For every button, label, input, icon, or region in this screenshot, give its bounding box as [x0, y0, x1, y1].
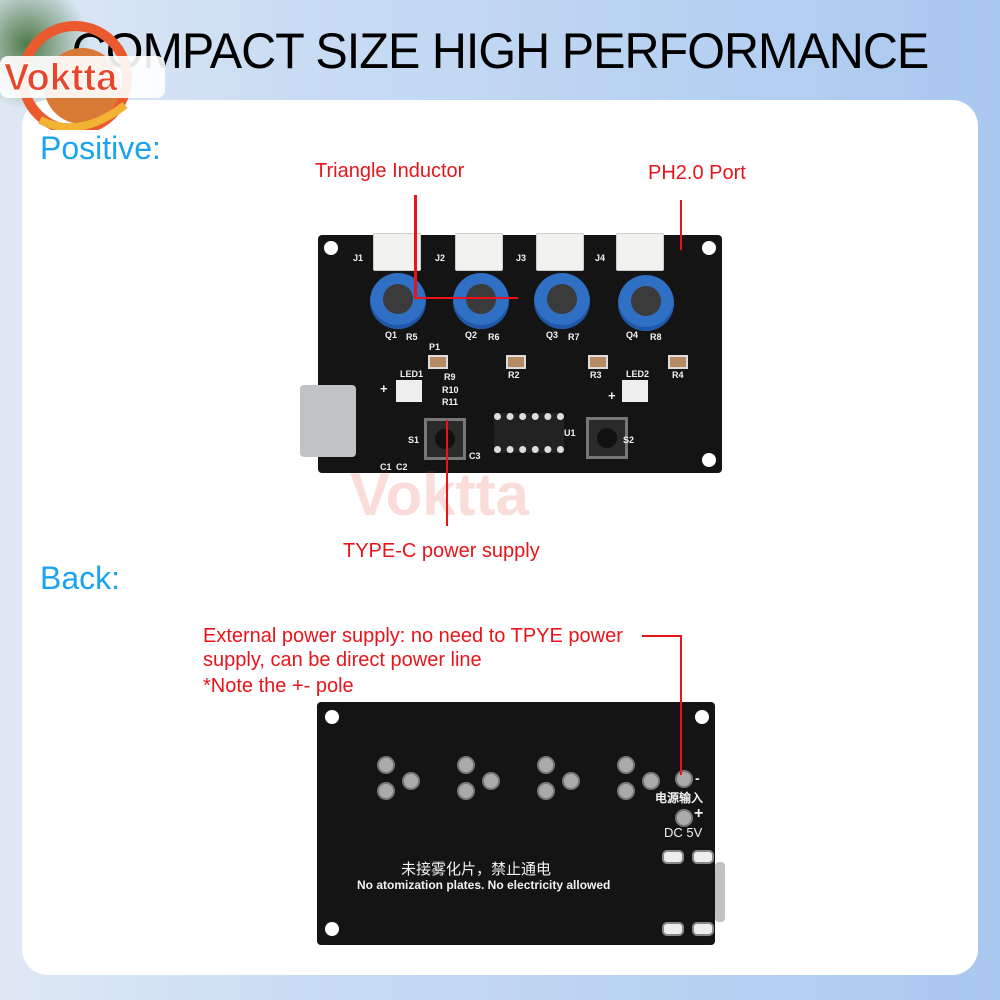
- external-power-pointer-v: [680, 635, 682, 775]
- front-section-label: Positive:: [40, 130, 161, 166]
- back-section-label: Back:: [40, 560, 121, 596]
- callout-external-power-1: External power supply: no need to TPYE p…: [203, 625, 623, 647]
- silk-q1: Q1: [385, 330, 398, 340]
- silk-plus-led2: +: [608, 388, 616, 403]
- silk-j2: J2: [435, 253, 446, 263]
- silk-plus: +: [694, 805, 704, 822]
- silk-r10: R10: [442, 385, 459, 395]
- silk-led1: LED1: [400, 369, 424, 379]
- silk-led2: LED2: [626, 369, 650, 379]
- callout-triangle-inductor: Triangle Inductor: [315, 160, 465, 182]
- callout-ph20-port: PH2.0 Port: [648, 162, 746, 184]
- callout-typec-power: TYPE-C power supply: [343, 540, 540, 562]
- silk-r6: R6: [488, 332, 500, 342]
- silk-r5: R5: [406, 332, 418, 342]
- usb-typec-port: [300, 385, 356, 457]
- brand-logo: Voktta: [0, 21, 165, 130]
- silk-r11: R11: [442, 397, 459, 407]
- silk-r3: R3: [590, 370, 602, 380]
- silk-s1: S1: [408, 435, 420, 445]
- silk-j4: J4: [595, 253, 606, 263]
- watermark: Voktta: [350, 461, 529, 528]
- typec-pointer-line: [446, 420, 448, 526]
- silk-plus-led1: +: [380, 381, 388, 396]
- silk-q4: Q4: [626, 330, 639, 340]
- silk-u1: U1: [564, 428, 576, 438]
- silk-q3: Q3: [546, 330, 559, 340]
- silk-dc-5v: DC 5V: [664, 825, 703, 840]
- inductor-pointer-line: [414, 195, 417, 298]
- silk-minus: -: [695, 770, 700, 786]
- silk-r9: R9: [444, 372, 456, 382]
- silk-power-input-cn: 电源输入: [655, 791, 704, 805]
- callout-pole-note: *Note the +- pole: [203, 675, 354, 697]
- back-board-image: - 电源输入 + DC 5V 未接雾化片，禁止通电 No atomization…: [317, 702, 725, 945]
- external-power-pointer-h: [642, 635, 682, 637]
- silk-s2: S2: [623, 435, 635, 445]
- front-board-image: J1 J2 J3 J4 Q1 Q2 Q3 Q4 R5 R6 R7 R8 P1 R…: [300, 233, 722, 473]
- silk-r8: R8: [650, 332, 662, 342]
- silk-q2: Q2: [465, 330, 478, 340]
- silk-r7: R7: [568, 332, 580, 342]
- callout-external-power-2: supply, can be direct power line: [203, 649, 482, 671]
- logo-text: Voktta: [4, 57, 118, 99]
- silk-warning-en: No atomization plates. No electricity al…: [357, 878, 611, 892]
- silk-c3: C3: [469, 451, 481, 461]
- silk-c1: C1: [380, 462, 392, 472]
- page-title: COMPACT SIZE HIGH PERFORMANCE: [71, 23, 930, 79]
- port-pointer-line: [680, 200, 682, 250]
- silk-p1: P1: [429, 342, 441, 352]
- silk-r4: R4: [672, 370, 684, 380]
- silk-j1: J1: [353, 253, 364, 263]
- silk-j3: J3: [516, 253, 527, 263]
- silk-warning-cn: 未接雾化片，禁止通电: [401, 861, 552, 878]
- silk-r2: R2: [508, 370, 520, 380]
- silk-c2: C2: [396, 462, 408, 472]
- inductor-pointer-line-h: [414, 297, 518, 299]
